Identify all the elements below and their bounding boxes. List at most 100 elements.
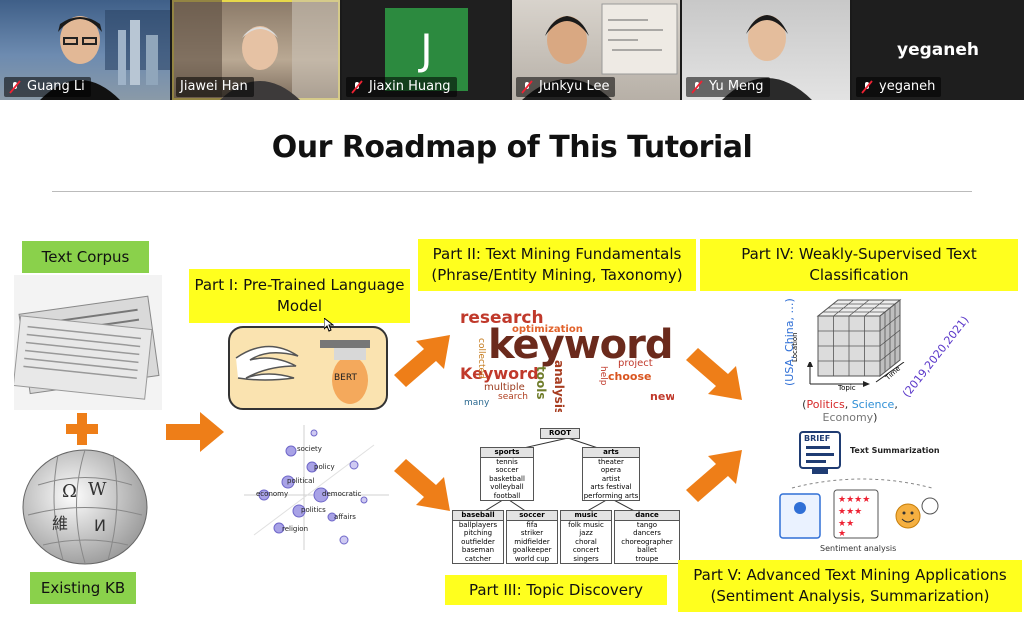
taxonomy-node-label: dance xyxy=(615,511,679,521)
participant-tile-active-speaker[interactable]: Jiawei Han xyxy=(172,0,340,100)
taxonomy-term: jazz xyxy=(579,529,593,537)
summarization-illustration: ★★★★ ★★★ ★★ ★ xyxy=(779,431,939,539)
part3-label: Part III: Topic Discovery xyxy=(445,575,667,605)
wordcloud-word: project xyxy=(618,358,653,369)
mic-muted-icon xyxy=(691,80,703,94)
participant-name-tag: Junkyu Lee xyxy=(516,77,616,97)
embedding-word: affairs xyxy=(334,513,356,521)
taxonomy-term: tennis xyxy=(496,457,518,466)
svg-text:★★★★: ★★★★ xyxy=(838,494,870,504)
taxonomy-node: dance tango dancers choreographer ballet… xyxy=(614,510,680,564)
taxonomy-node: sports tennis soccer basketball volleyba… xyxy=(480,447,534,501)
mouse-cursor-icon xyxy=(324,318,334,332)
svg-text:И: И xyxy=(94,516,106,535)
svg-text:維: 維 xyxy=(52,514,68,533)
participant-tile[interactable]: Junkyu Lee xyxy=(512,0,680,100)
wordcloud-word: many xyxy=(464,398,490,408)
wordcloud-word: analysis xyxy=(552,360,566,412)
text-corpus-label: Text Corpus xyxy=(22,241,149,273)
taxonomy-term: goalkeeper xyxy=(512,546,552,554)
part5-label: Part V: Advanced Text Mining Application… xyxy=(678,560,1022,612)
keyword-wordcloud: keywords research Keyword optimization c… xyxy=(458,300,674,412)
taxonomy-term: midfielder xyxy=(514,537,550,546)
embedding-word: politics xyxy=(301,506,326,514)
taxonomy-root: ROOT xyxy=(540,428,580,439)
slide-title: Our Roadmap of This Tutorial xyxy=(271,130,753,165)
participant-header-name: yeganeh xyxy=(897,40,979,60)
participant-tile[interactable]: Yu Meng xyxy=(682,0,850,100)
wordcloud-word: new xyxy=(650,390,674,403)
text-summarization-label: Text Summarization xyxy=(850,446,940,455)
taxonomy-root-label: ROOT xyxy=(541,429,579,438)
location-values-text: (USA, China, …) xyxy=(783,298,796,386)
topic-taxonomy-tree: ROOT sports tennis soccer basketball vol… xyxy=(450,426,686,566)
taxonomy-node-label: soccer xyxy=(507,511,557,521)
taxonomy-node-label: baseball xyxy=(453,511,503,521)
mic-muted-icon xyxy=(521,80,533,94)
taxonomy-term: performing arts xyxy=(583,491,639,500)
topic-economy: Economy xyxy=(822,411,874,424)
participant-name: Yu Meng xyxy=(709,79,764,94)
mic-muted-icon xyxy=(9,80,21,94)
taxonomy-node: music folk music jazz choral concert sin… xyxy=(560,510,612,564)
taxonomy-node-label: music xyxy=(561,511,611,521)
svg-text:★★: ★★ xyxy=(838,518,854,528)
taxonomy-edges xyxy=(479,437,641,515)
topic-science: Science xyxy=(851,398,895,411)
taxonomy-node-label: sports xyxy=(481,448,533,458)
taxonomy-node: soccer fifa striker midfielder goalkeepe… xyxy=(506,510,558,564)
taxonomy-term: football xyxy=(493,491,521,500)
wordcloud-word: optimization xyxy=(512,324,583,335)
wikipedia-globe-icon: Ω W 維 И xyxy=(22,449,148,565)
participant-name: Jiawei Han xyxy=(180,79,248,94)
year-values-text: (2019,2020,2021) xyxy=(900,313,972,401)
avatar-initial: J xyxy=(420,25,433,74)
taxonomy-term: ballplayers xyxy=(458,520,498,529)
mic-muted-icon xyxy=(351,80,363,94)
embedding-word: society xyxy=(297,445,322,453)
participant-tile[interactable]: J Jiaxin Huang xyxy=(342,0,510,100)
participant-name: Jiaxin Huang xyxy=(369,79,451,94)
wordcloud-word: research xyxy=(460,308,544,328)
taxonomy-term: striker xyxy=(520,529,544,537)
participant-name: Guang Li xyxy=(27,79,85,94)
data-cube-illustration xyxy=(816,298,902,378)
part2-label: Part II: Text Mining Fundamentals (Phras… xyxy=(418,239,696,291)
taxonomy-term: world cup xyxy=(514,554,550,563)
participant-name-tag: Yu Meng xyxy=(686,77,770,97)
up-right-arrow-icon xyxy=(394,335,450,387)
participant-tile[interactable]: yeganeh yeganeh xyxy=(852,0,1024,100)
title-divider xyxy=(52,191,972,192)
taxonomy-term: basketball xyxy=(489,474,525,483)
taxonomy-node: baseball ballplayers pitching outfielder… xyxy=(452,510,504,564)
participant-tile[interactable]: Guang Li xyxy=(0,0,170,100)
embedding-word: policy xyxy=(314,463,335,471)
taxonomy-term: fifa xyxy=(526,520,538,529)
word-embedding-plot xyxy=(244,425,389,550)
mic-muted-icon xyxy=(861,80,873,94)
shared-slide: Our Roadmap of This Tutorial Text Corpus… xyxy=(0,100,1024,622)
right-arrow-icon xyxy=(166,412,224,452)
participant-name-tag: Jiawei Han xyxy=(176,77,254,97)
down-right-arrow-icon xyxy=(394,459,450,511)
taxonomy-term: choreographer xyxy=(621,537,673,546)
svg-text:★: ★ xyxy=(838,528,846,538)
taxonomy-term: pitching xyxy=(463,529,493,537)
wordcloud-word: help xyxy=(598,366,608,386)
taxonomy-term: theater xyxy=(598,457,624,466)
taxonomy-node: arts theater opera artist arts festival … xyxy=(582,447,640,501)
embedding-word: religion xyxy=(282,525,309,533)
taxonomy-term: concert xyxy=(572,546,600,554)
part1-label: Part I: Pre-Trained Language Model xyxy=(189,269,410,323)
sentiment-analysis-label: Sentiment analysis xyxy=(820,544,897,553)
wordcloud-word: choose xyxy=(608,370,652,383)
existing-kb-label: Existing KB xyxy=(30,572,136,604)
svg-text:★★★: ★★★ xyxy=(838,506,862,516)
participant-name: yeganeh xyxy=(879,79,936,94)
taxonomy-term: tango xyxy=(636,520,658,529)
wordcloud-big-word: keywords xyxy=(488,322,674,368)
participant-name-tag: Jiaxin Huang xyxy=(346,77,457,97)
taxonomy-term: soccer xyxy=(495,466,519,474)
wordcloud-word: search xyxy=(498,392,528,402)
taxonomy-term: artist xyxy=(601,474,621,483)
